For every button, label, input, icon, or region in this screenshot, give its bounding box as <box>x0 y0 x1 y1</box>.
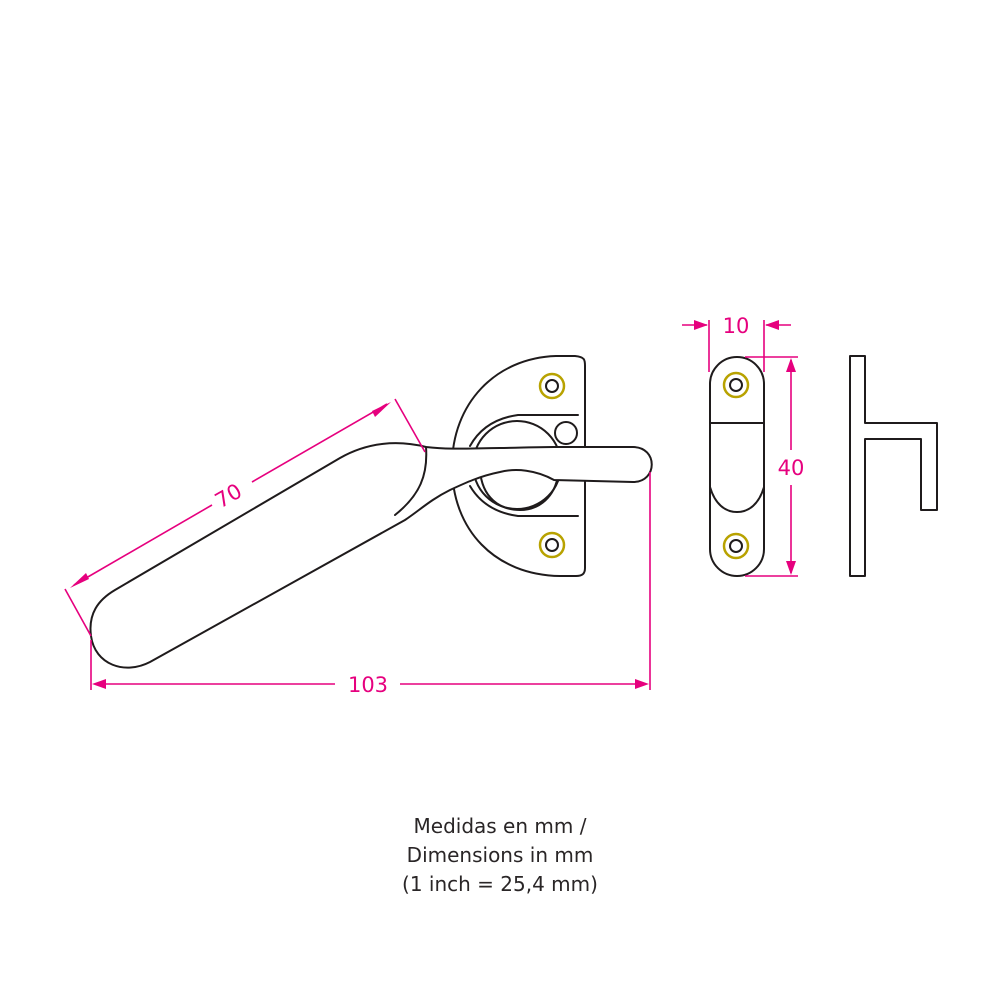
dimension-label-70: 70 <box>211 479 246 513</box>
strike-plate-body <box>709 356 765 577</box>
dimension-label-103: 103 <box>348 673 388 697</box>
dimension-strike-height: 40 <box>745 356 805 577</box>
handle-spindle-boss-inner <box>479 469 559 511</box>
dimension-label-10: 10 <box>723 314 750 338</box>
strike-screw-top <box>722 371 750 399</box>
handle-grip-ridge <box>394 446 428 516</box>
handle-plate-recess-top <box>469 414 579 447</box>
measurement-note: Medidas en mm / Dimensions in mm (1 inch… <box>300 812 700 899</box>
dimension-label-40: 40 <box>778 456 805 480</box>
casement-handle <box>89 355 653 669</box>
handle-screw-top <box>538 372 566 400</box>
handle-lever <box>89 442 653 669</box>
caption-line-english: Dimensions in mm <box>406 843 594 867</box>
dimension-overall-length: 103 <box>90 472 651 697</box>
strike-side-profile <box>849 355 938 577</box>
strike-plate <box>709 356 765 577</box>
caption-line-conversion: (1 inch = 25,4 mm) <box>402 872 598 896</box>
dimension-strike-width: 10 <box>682 314 791 372</box>
handle-lock-pin <box>554 421 578 445</box>
strike-screw-bottom <box>722 532 750 560</box>
strike-plate-catch-curve <box>709 486 765 513</box>
handle-screw-bottom <box>538 531 566 559</box>
handle-plate-recess-bottom <box>469 485 579 517</box>
caption-line-spanish: Medidas en mm / <box>413 814 587 838</box>
